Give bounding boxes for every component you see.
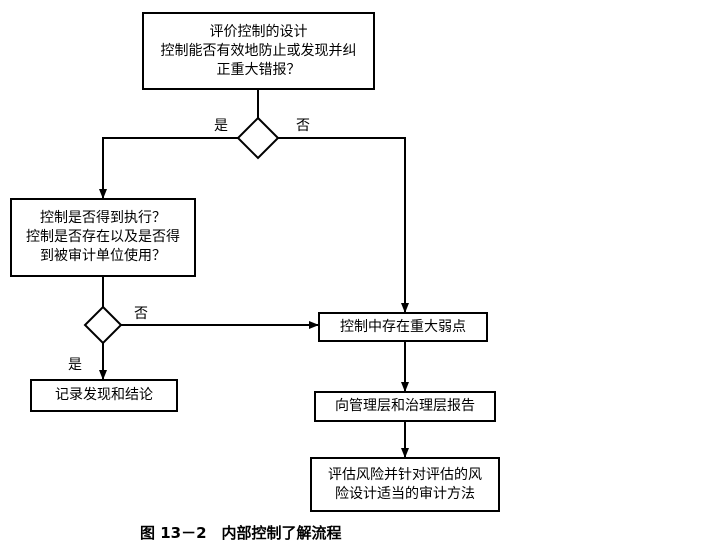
connector-yes-to-execution: [99, 137, 238, 199]
figure-caption: 图 13－2 内部控制了解流程: [140, 524, 342, 542]
evaluate-design-line-1: 评价控制的设计: [209, 23, 308, 40]
assess-risk-line-1: 评估风险并针对评估的风: [328, 466, 482, 483]
decision-2-no-label: 否: [134, 306, 148, 322]
record-findings-box: 记录发现和结论: [30, 379, 178, 412]
decision-diamond-1: [236, 116, 280, 160]
decision-2-yes-label: 是: [68, 357, 82, 373]
report-management-box: 向管理层和治理层报告: [314, 391, 496, 422]
execution-check-line-1: 控制是否得到执行？: [40, 210, 166, 226]
evaluate-design-box: 评价控制的设计 控制能否有效地防止或发现并纠 正重大错报？: [142, 12, 375, 90]
decision-1-yes-label: 是: [214, 118, 228, 134]
connector-no-to-weakness: [278, 137, 409, 313]
record-findings-label: 记录发现和结论: [55, 387, 153, 403]
report-management-label: 向管理层和治理层报告: [335, 398, 475, 414]
evaluate-design-line-2: 控制能否有效地防止或发现并纠: [160, 42, 357, 59]
execution-check-line-3: 到被审计单位使用？: [40, 248, 166, 264]
execution-check-box: 控制是否得到执行？ 控制是否存在以及是否得 到被审计单位使用？: [10, 198, 196, 277]
decision-diamond-2: [83, 305, 123, 345]
execution-check-line-2: 控制是否存在以及是否得: [26, 229, 180, 245]
evaluate-design-line-3: 正重大错报？: [216, 61, 301, 78]
assess-risk-box: 评估风险并针对评估的风 险设计适当的审计方法: [310, 457, 500, 512]
significant-weakness-box: 控制中存在重大弱点: [318, 312, 488, 342]
significant-weakness-label: 控制中存在重大弱点: [340, 318, 466, 335]
decision-1-no-label: 否: [296, 118, 310, 134]
assess-risk-line-2: 险设计适当的审计方法: [335, 485, 475, 502]
